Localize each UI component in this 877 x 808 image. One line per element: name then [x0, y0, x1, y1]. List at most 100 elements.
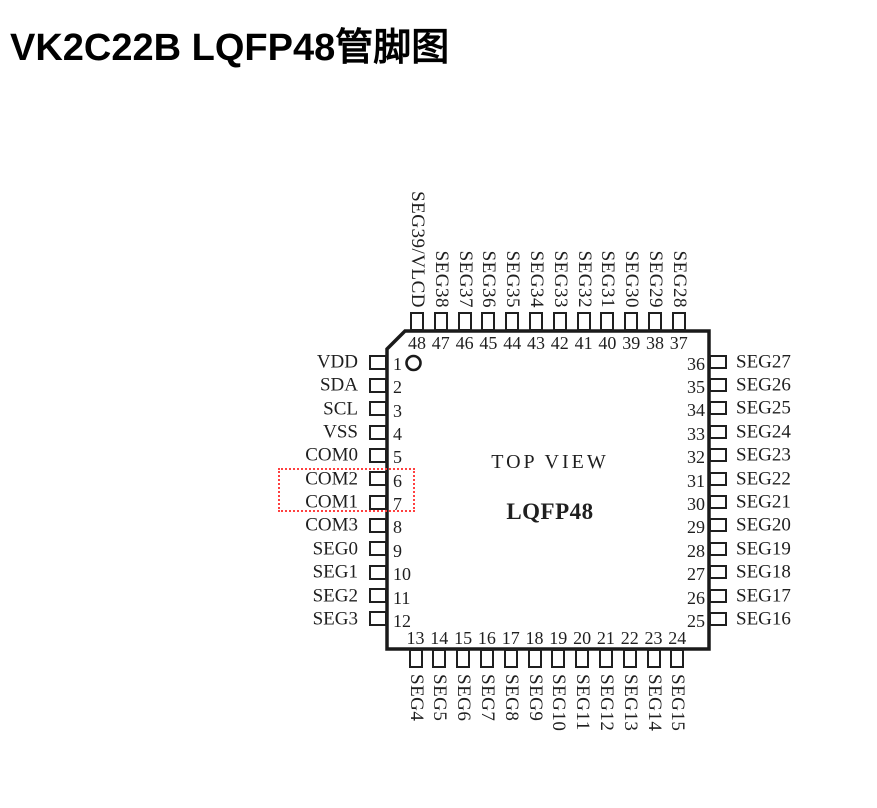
pin-box	[505, 312, 520, 331]
pin-label: SEG19	[736, 538, 791, 560]
pin-label: COM2	[305, 468, 358, 490]
pin-label: SEG36	[478, 250, 500, 308]
pin-number: 29	[687, 517, 705, 538]
pin-number: 20	[573, 628, 592, 648]
pin-label: VSS	[323, 421, 358, 443]
pin-label: SEG14	[643, 674, 665, 732]
pin-box	[369, 611, 387, 627]
pin-box	[479, 649, 494, 668]
pin-box	[433, 312, 448, 331]
pin-number: 38	[646, 333, 664, 353]
pin-label: SEG37	[454, 250, 476, 308]
pin-label: SEG30	[621, 250, 643, 308]
pin-box	[709, 471, 727, 486]
pin-label: SEG24	[736, 421, 791, 443]
pin-number: 35	[687, 376, 705, 397]
pin-number: 48	[408, 333, 426, 353]
pin-label: SEG10	[548, 674, 570, 732]
pin-box	[527, 649, 542, 668]
pin-number: 36	[687, 353, 705, 374]
pin-label: SEG23	[736, 444, 791, 466]
pin-label: SEG15	[667, 674, 689, 732]
pin-label: SEG21	[736, 491, 791, 513]
pin-box	[709, 588, 727, 603]
pin-number: 34	[687, 400, 705, 421]
pin-label: SDA	[319, 374, 358, 396]
pin-label: SEG20	[736, 514, 791, 536]
pin-number: 27	[687, 564, 705, 585]
pin-label: SEG6	[453, 674, 475, 722]
pin-number: 26	[687, 587, 705, 608]
pin-box	[456, 649, 471, 668]
chip-body-outline	[385, 329, 711, 651]
pin-label: SEG7	[476, 674, 498, 722]
pin-label: SEG27	[736, 351, 791, 372]
package-name-label: LQFP48	[506, 499, 594, 524]
pin-label: SEG8	[500, 674, 522, 722]
pin-box	[709, 518, 727, 533]
pin-box	[709, 494, 727, 509]
pin-box	[646, 649, 661, 668]
pin-label: SEG28	[668, 250, 690, 308]
pin-number: 9	[393, 540, 402, 561]
pin-label: SEG31	[597, 250, 619, 308]
pin-number: 10	[393, 564, 411, 585]
pin-label: COM0	[305, 444, 358, 466]
pin-number: 43	[527, 333, 545, 353]
pin-number: 39	[622, 333, 641, 353]
pin-number: 23	[644, 628, 663, 648]
pin-number: 22	[620, 628, 639, 648]
pin-number: 4	[393, 424, 402, 445]
pin-box	[369, 471, 387, 487]
pin-label: SEG22	[736, 468, 791, 489]
pin-number: 13	[406, 628, 425, 648]
pin-box	[503, 649, 518, 668]
pin-box	[709, 611, 727, 626]
pin1-indicator-circle	[405, 354, 422, 372]
pin-label: SEG16	[736, 608, 791, 630]
pin-number: 16	[477, 628, 496, 648]
pin-number: 6	[393, 470, 402, 491]
pin-box	[648, 312, 662, 331]
pin-box	[369, 377, 387, 393]
pin-box	[671, 312, 686, 331]
pin-box	[600, 312, 615, 331]
pin-label: SEG18	[736, 561, 791, 583]
pin-number: 30	[687, 493, 705, 514]
pin-box	[369, 354, 387, 370]
pin-box	[369, 401, 387, 417]
pin-number: 24	[668, 628, 687, 648]
pin-number: 14	[430, 628, 449, 648]
pin-number: 40	[598, 333, 617, 353]
pin-box	[369, 517, 387, 533]
pin-label: SEG1	[312, 561, 358, 583]
pin-box	[576, 312, 591, 331]
pin-label: SEG25	[736, 397, 791, 419]
pin-label: SEG5	[429, 674, 451, 722]
pin-label: SEG33	[549, 250, 571, 308]
pin-label: SEG12	[595, 674, 617, 732]
com2-com1-highlight-box	[278, 468, 415, 512]
pin-number: 33	[687, 423, 705, 444]
pin-number: 15	[454, 628, 473, 648]
pin-number: 17	[501, 628, 520, 648]
pin-box	[529, 312, 543, 331]
pin-box	[410, 312, 424, 331]
pin-label: SEG38	[430, 250, 452, 308]
pin-number: 1	[393, 354, 402, 374]
pin-label: SEG32	[573, 250, 595, 308]
pin-number: 44	[503, 333, 522, 353]
pin-box	[709, 424, 727, 439]
pin-number: 2	[393, 377, 402, 398]
pin-number: 8	[393, 517, 402, 538]
pin-box	[369, 494, 387, 510]
pin-box	[369, 588, 387, 603]
pin-box	[709, 401, 727, 416]
page-title: VK2C22B LQFP48管脚图	[10, 27, 450, 69]
pin-label: SEG35	[502, 250, 524, 308]
pin-box	[709, 565, 727, 580]
pin-box	[709, 541, 727, 556]
pin-number: 41	[574, 333, 593, 353]
pin-number: 47	[431, 333, 450, 353]
